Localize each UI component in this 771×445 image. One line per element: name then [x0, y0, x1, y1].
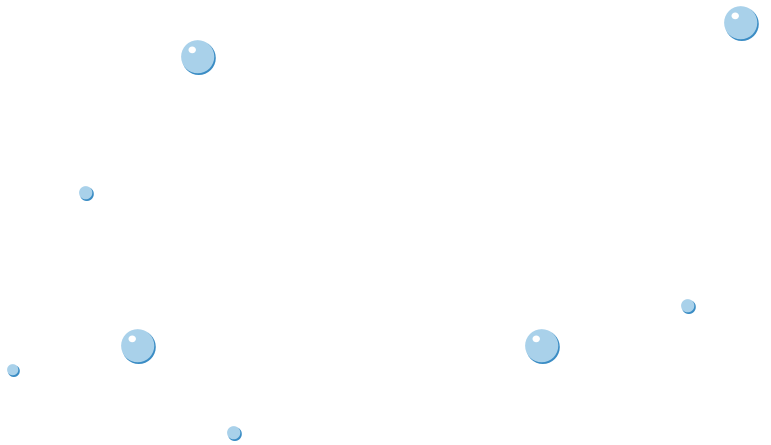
bubble-small-bottom: [225, 424, 243, 442]
bubble-large-bottom-center: [523, 327, 561, 365]
bubble-large-top-left: [179, 38, 217, 76]
bubble-small-far-left: [5, 362, 21, 378]
bubble-large-top-right: [722, 4, 760, 42]
bubble-small-right: [679, 297, 697, 315]
bubble-small-left: [77, 184, 95, 202]
bubble-large-bottom-left: [119, 327, 157, 365]
